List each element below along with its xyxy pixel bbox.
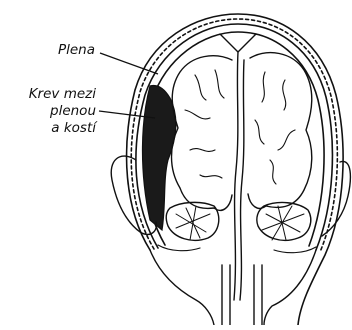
- spine: [222, 265, 262, 325]
- brain-left: [172, 56, 233, 211]
- brain-right: [248, 53, 312, 209]
- falx: [220, 34, 256, 52]
- label-plena: Plena: [58, 42, 95, 59]
- cerebellum-right-folds: [262, 206, 304, 240]
- label-krev-line-3: a kostí: [29, 120, 96, 137]
- midline: [234, 52, 238, 300]
- leader-line-plena: [100, 53, 158, 74]
- neck-right: [264, 250, 316, 325]
- neck-left: [150, 250, 214, 325]
- label-krev-line-1: Krev mezi: [29, 86, 96, 103]
- gyri-right: [255, 72, 295, 184]
- label-krev-line-2: plenou: [29, 103, 96, 120]
- cerebellum-left-folds: [176, 206, 210, 240]
- label-krev-mezi-plenou-a-kosti: Krev mezi plenou a kostí: [29, 86, 96, 137]
- midline-2: [240, 60, 244, 300]
- gyri-left: [185, 70, 224, 178]
- jaw-lines: [158, 245, 316, 253]
